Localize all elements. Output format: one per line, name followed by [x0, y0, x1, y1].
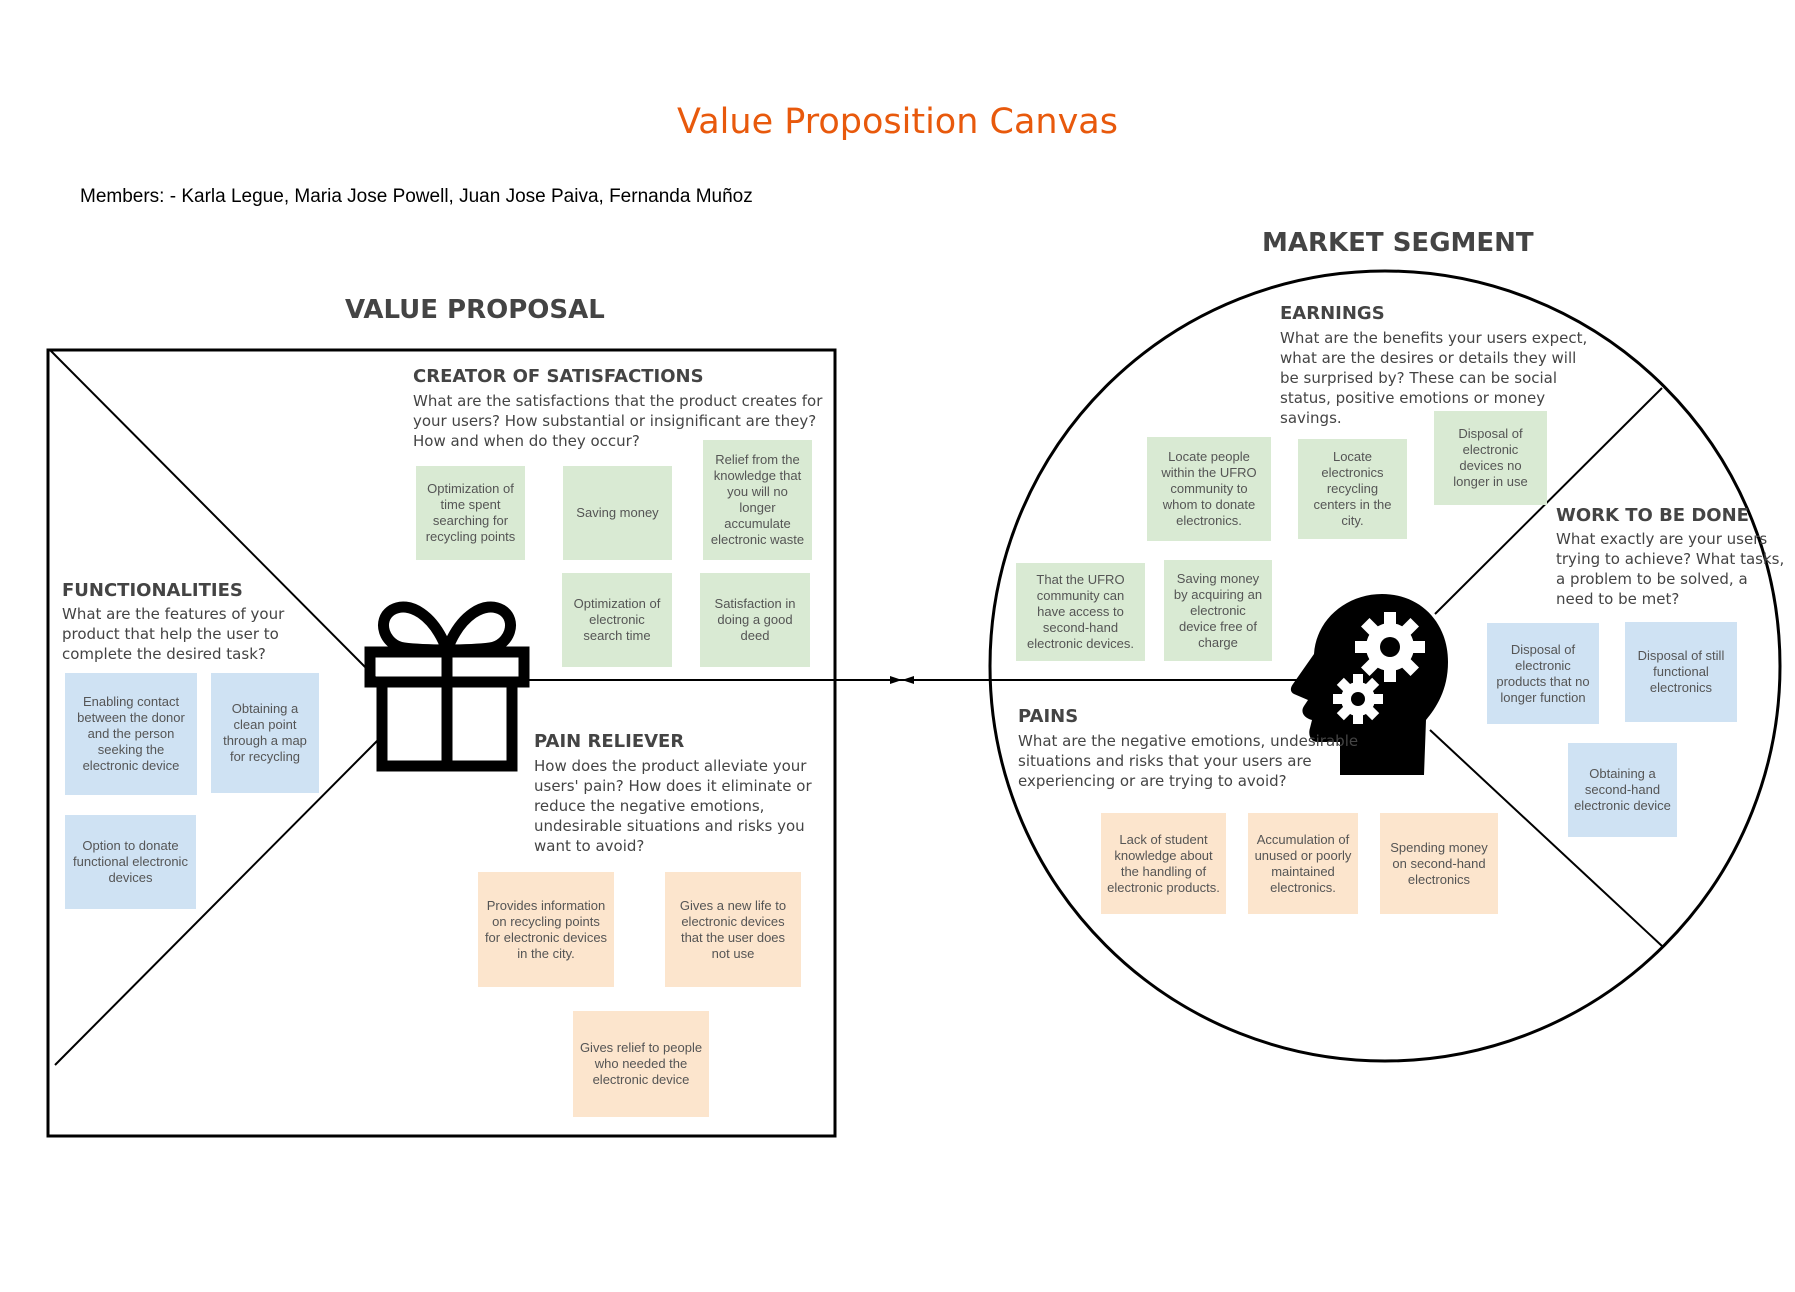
creator-title: CREATOR OF SATISFACTIONS	[413, 366, 704, 387]
sticky-note: Gives relief to people who needed the el…	[573, 1011, 709, 1117]
work-desc: What exactly are your users trying to ac…	[1556, 530, 1785, 608]
sticky-note: Option to donate functional electronic d…	[65, 815, 196, 909]
sticky-note: That the UFRO community can have access …	[1016, 563, 1145, 661]
market-segment-heading: MARKET SEGMENT	[1262, 228, 1534, 258]
sticky-note: Satisfaction in doing a good deed	[700, 573, 810, 667]
connector-arrow-left	[890, 676, 902, 684]
functionalities-title: FUNCTIONALITIES	[62, 580, 243, 601]
page-title: Value Proposition Canvas	[677, 102, 1118, 142]
sticky-note: Relief from the knowledge that you will …	[703, 440, 812, 560]
square-diagonal-top	[49, 349, 379, 681]
market-segment-circle	[988, 269, 1782, 1063]
sticky-note: Disposal of still functional electronics	[1625, 622, 1737, 722]
sticky-note: Saving money	[563, 466, 672, 560]
work-title: WORK TO BE DONE	[1556, 505, 1749, 526]
sticky-note: Obtaining a second-hand electronic devic…	[1568, 743, 1677, 837]
square-diagonal-bottom	[54, 739, 379, 1066]
sticky-note: Disposal of electronic products that no …	[1487, 623, 1599, 724]
gift-icon	[364, 590, 530, 772]
members-line: Members: - Karla Legue, Maria Jose Powel…	[80, 186, 753, 207]
sticky-note: Accumulation of unused or poorly maintai…	[1248, 813, 1358, 914]
value-proposal-square	[46, 348, 837, 1138]
sticky-note: Lack of student knowledge about the hand…	[1101, 813, 1226, 914]
sticky-note: Optimization of electronic search time	[562, 573, 672, 667]
earnings-title: EARNINGS	[1280, 303, 1385, 324]
sticky-note: Locate electronics recycling centers in …	[1298, 439, 1407, 539]
functionalities-desc: What are the features of your product th…	[62, 605, 285, 663]
pains-desc: What are the negative emotions, undesira…	[1018, 732, 1359, 790]
sticky-note: Enabling contact between the donor and t…	[65, 673, 197, 795]
sticky-note: Obtaining a clean point through a map fo…	[211, 673, 319, 793]
sticky-note: Disposal of electronic devices no longer…	[1434, 411, 1547, 505]
sticky-note: Spending money on second-hand electronic…	[1380, 813, 1498, 914]
circle-divider-bottom	[1429, 729, 1663, 947]
head-gears-icon	[1290, 592, 1450, 775]
sticky-note: Optimization of time spent searching for…	[416, 466, 525, 560]
pain-reliever-title: PAIN RELIEVER	[534, 731, 685, 752]
sticky-note: Saving money by acquiring an electronic …	[1164, 560, 1272, 661]
earnings-desc: What are the benefits your users expect,…	[1280, 329, 1588, 427]
creator-desc: What are the satisfactions that the prod…	[413, 392, 823, 450]
pain-reliever-desc: How does the product alleviate your user…	[534, 757, 812, 855]
value-proposal-heading: VALUE PROPOSAL	[345, 295, 605, 325]
sticky-note: Provides information on recycling points…	[478, 872, 614, 987]
pains-title: PAINS	[1018, 706, 1079, 727]
sticky-note: Locate people within the UFRO community …	[1147, 437, 1271, 541]
circle-divider-top	[1434, 387, 1663, 615]
sticky-note: Gives a new life to electronic devices t…	[665, 872, 801, 987]
connector-arrow-right	[902, 676, 914, 684]
